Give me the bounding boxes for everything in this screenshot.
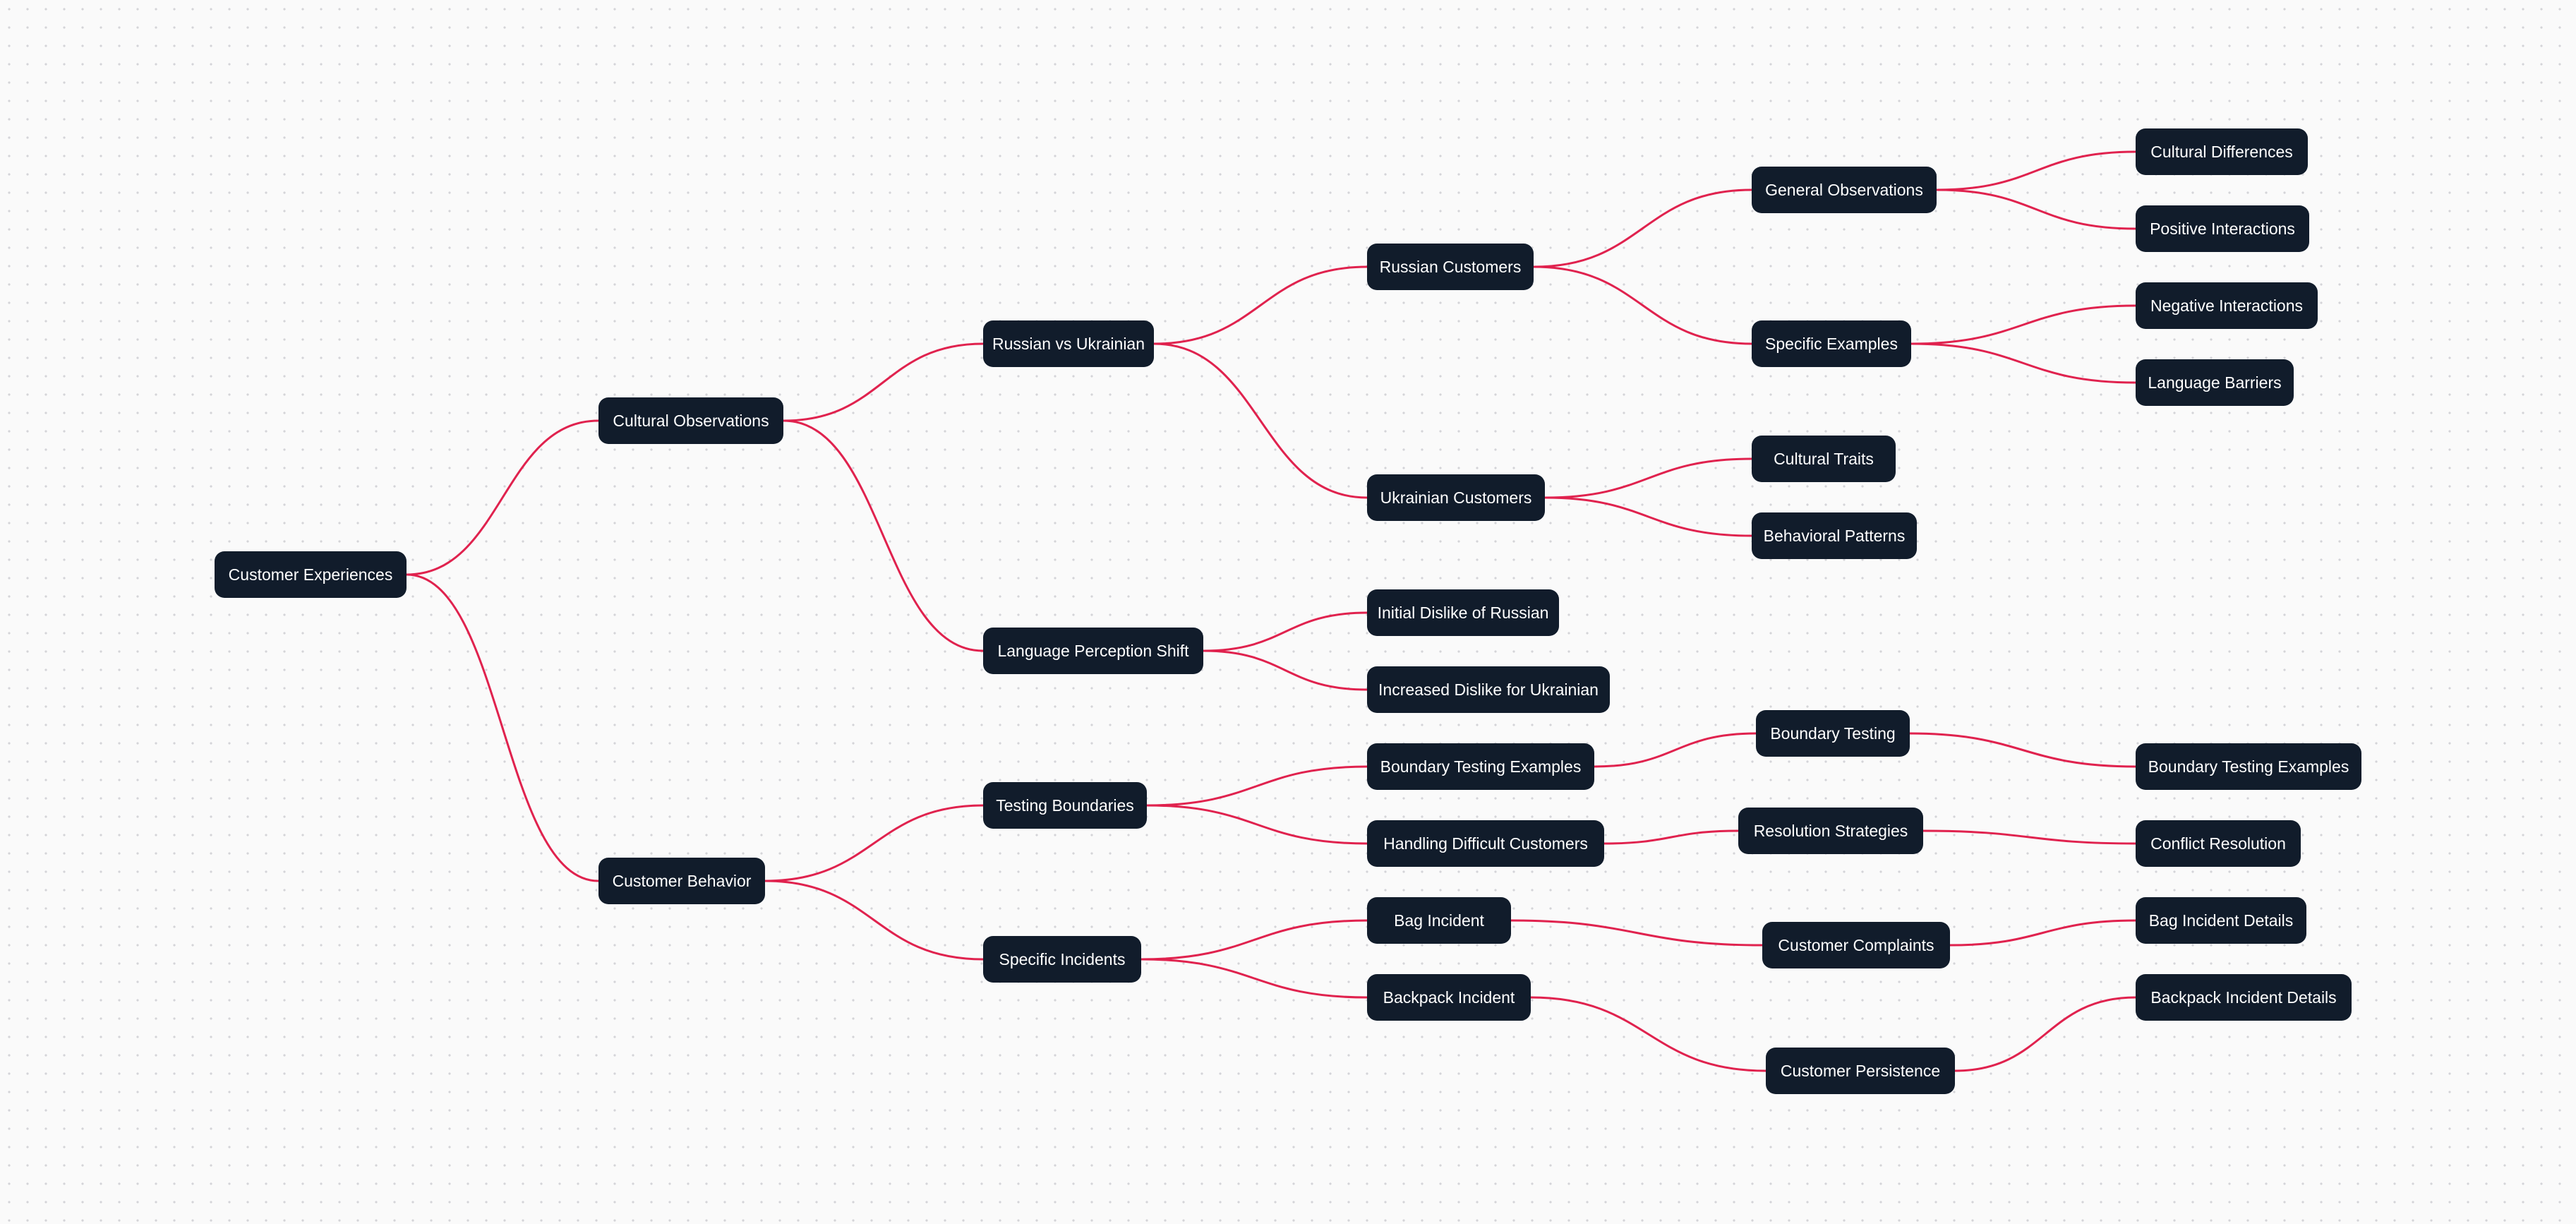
mindmap-node-n18[interactable]: Behavioral Patterns (1752, 512, 1917, 559)
connector-n13-n21 (1510, 919, 1763, 947)
connector-n19-n27 (1909, 732, 2136, 768)
mindmap-node-n5[interactable]: Testing Boundaries (983, 782, 1147, 829)
mindmap-node-n7[interactable]: Russian Customers (1367, 244, 1534, 290)
connector-n3-n8 (1153, 342, 1368, 499)
connector-n8-n18 (1544, 496, 1752, 537)
connector-n16-n26 (1910, 342, 2136, 384)
connector-n15-n24 (1936, 188, 2136, 230)
mindmap-node-n11[interactable]: Boundary Testing Examples (1367, 743, 1594, 790)
mindmap-node-n2[interactable]: Customer Behavior (598, 858, 765, 904)
mindmap-node-n15[interactable]: General Observations (1752, 167, 1937, 213)
mindmap-node-n20[interactable]: Resolution Strategies (1738, 808, 1923, 854)
connector-n11-n19 (1594, 732, 1757, 768)
connector-n7-n15 (1533, 188, 1752, 268)
connector-n4-n10 (1203, 649, 1368, 691)
mindmap-node-n1[interactable]: Cultural Observations (598, 397, 783, 444)
connector-n2-n6 (764, 880, 984, 961)
mindmap-node-n19[interactable]: Boundary Testing (1756, 710, 1910, 757)
connector-n0-n2 (406, 573, 599, 882)
connector-n20-n28 (1922, 829, 2136, 845)
mindmap-node-n6[interactable]: Specific Incidents (983, 936, 1141, 983)
connector-n22-n30 (1954, 996, 2136, 1072)
mindmap-node-n17[interactable]: Cultural Traits (1752, 436, 1896, 482)
connector-n21-n29 (1949, 919, 2136, 947)
connector-n7-n16 (1533, 265, 1752, 345)
connector-n0-n1 (406, 419, 599, 576)
connector-n15-n23 (1936, 150, 2136, 191)
mindmap-node-n27[interactable]: Boundary Testing Examples (2136, 743, 2361, 790)
mindmap-node-n22[interactable]: Customer Persistence (1766, 1048, 1955, 1094)
mindmap-node-n0[interactable]: Customer Experiences (215, 551, 407, 598)
mindmap-node-n16[interactable]: Specific Examples (1752, 320, 1911, 367)
connector-n5-n11 (1146, 765, 1368, 807)
mindmap-node-n9[interactable]: Initial Dislike of Russian (1367, 589, 1559, 636)
mindmap-node-n30[interactable]: Backpack Incident Details (2136, 974, 2352, 1021)
mindmap-node-n4[interactable]: Language Perception Shift (983, 628, 1203, 674)
mindmap-node-n28[interactable]: Conflict Resolution (2136, 820, 2301, 867)
mindmap-node-n23[interactable]: Cultural Differences (2136, 128, 2308, 175)
connector-n16-n25 (1910, 304, 2136, 345)
connector-n2-n5 (764, 804, 984, 882)
connector-n14-n22 (1530, 996, 1767, 1072)
mindmap-node-n12[interactable]: Handling Difficult Customers (1367, 820, 1604, 867)
connector-n3-n7 (1153, 265, 1368, 345)
connector-n5-n12 (1146, 804, 1368, 845)
connector-n4-n9 (1203, 611, 1368, 652)
connector-n8-n17 (1544, 457, 1752, 499)
connector-n1-n3 (783, 342, 984, 422)
mindmap-node-n21[interactable]: Customer Complaints (1762, 922, 1950, 968)
connector-n1-n4 (783, 419, 984, 652)
mindmap-node-n3[interactable]: Russian vs Ukrainian (983, 320, 1154, 367)
connector-n6-n14 (1140, 958, 1368, 999)
mindmap-node-n8[interactable]: Ukrainian Customers (1367, 474, 1545, 521)
mindmap-node-n10[interactable]: Increased Dislike for Ukrainian (1367, 666, 1610, 713)
connector-n6-n13 (1140, 919, 1368, 961)
connector-n12-n20 (1603, 829, 1739, 845)
mindmap-node-n24[interactable]: Positive Interactions (2136, 205, 2309, 252)
mindmap-node-n13[interactable]: Bag Incident (1367, 897, 1511, 944)
mindmap-node-n26[interactable]: Language Barriers (2136, 359, 2294, 406)
mindmap-node-n29[interactable]: Bag Incident Details (2136, 897, 2306, 944)
mindmap-node-n14[interactable]: Backpack Incident (1367, 974, 1531, 1021)
mindmap-node-n25[interactable]: Negative Interactions (2136, 282, 2318, 329)
